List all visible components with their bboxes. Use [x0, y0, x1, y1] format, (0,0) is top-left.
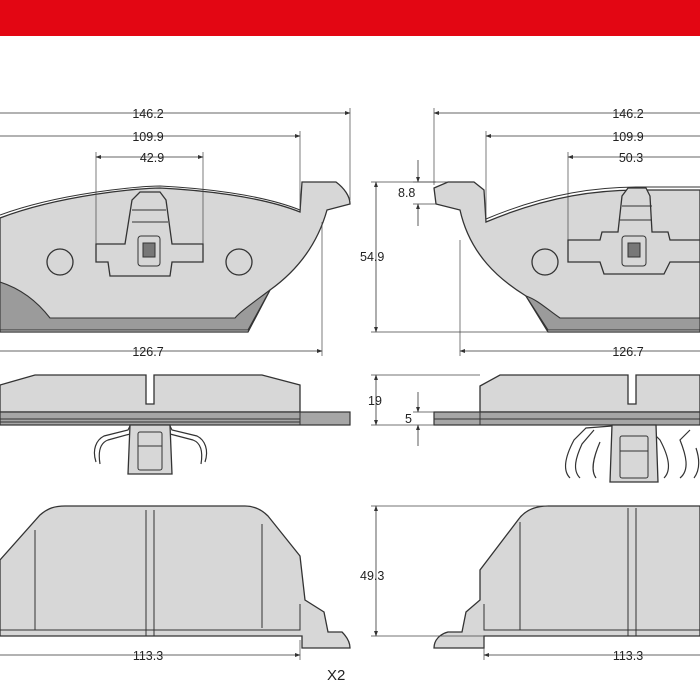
- right-pad-front-view: [433, 181, 700, 333]
- left-side-clip: [93, 424, 208, 475]
- left-side-friction-block: [0, 374, 301, 413]
- dim-left-overall-width: 146.2: [132, 107, 163, 121]
- dim-ear-height: 8.8: [398, 186, 415, 200]
- left-pad-hole-left: [46, 248, 74, 276]
- left-front-dimensions: 146.2 109.9 42.9 126.7: [0, 107, 351, 359]
- left-pad-side-view: [0, 374, 351, 475]
- dim-right-clip-width: 50.3: [619, 151, 643, 165]
- dim-left-lining-width: 109.9: [132, 130, 163, 144]
- left-pad-backing-strip: [0, 281, 271, 331]
- dim-pad-height: 54.9: [360, 250, 384, 264]
- quantity-label: X2: [327, 667, 345, 684]
- right-pad-hole: [531, 248, 559, 276]
- dim-left-clip-width: 42.9: [140, 151, 164, 165]
- right-friction-outline: [433, 505, 700, 649]
- friction-face-dimensions: 113.3 113.3 49.3 X2: [0, 505, 700, 684]
- right-side-clip: [565, 424, 700, 483]
- dim-left-bottom-width: 126.7: [132, 345, 163, 359]
- dim-right-lining-width: 109.9: [612, 130, 643, 144]
- dim-right-overall-width: 146.2: [612, 107, 643, 121]
- right-retaining-clip: [567, 187, 700, 275]
- right-side-friction-block: [479, 374, 700, 413]
- left-pad-top-edge: [0, 185, 301, 216]
- left-friction-outline: [0, 505, 351, 649]
- dim-side-total-thickness: 19: [368, 394, 382, 408]
- right-pad-friction-face: [433, 505, 700, 649]
- left-pad-front-view: [0, 181, 351, 333]
- left-pad-friction-face: [0, 505, 351, 649]
- right-pad-side-view: [433, 374, 700, 483]
- right-pad-backing-strip: [524, 294, 700, 331]
- dim-right-bottom-width: 126.7: [612, 345, 643, 359]
- dim-side-plate-thickness: 5: [405, 412, 412, 426]
- dim-friction-height: 49.3: [360, 569, 384, 583]
- dim-friction-left-width: 113.3: [133, 649, 163, 663]
- right-front-dimensions: 146.2 109.9 50.3 8.8 54.9 126.7: [360, 107, 700, 359]
- side-view-dimensions: 19 5: [368, 374, 480, 446]
- left-pad-hole-right: [225, 248, 253, 276]
- dim-friction-right-width: 113.3: [613, 649, 643, 663]
- brand-color-bar: [0, 0, 700, 36]
- right-pad-top-edge: [485, 186, 700, 220]
